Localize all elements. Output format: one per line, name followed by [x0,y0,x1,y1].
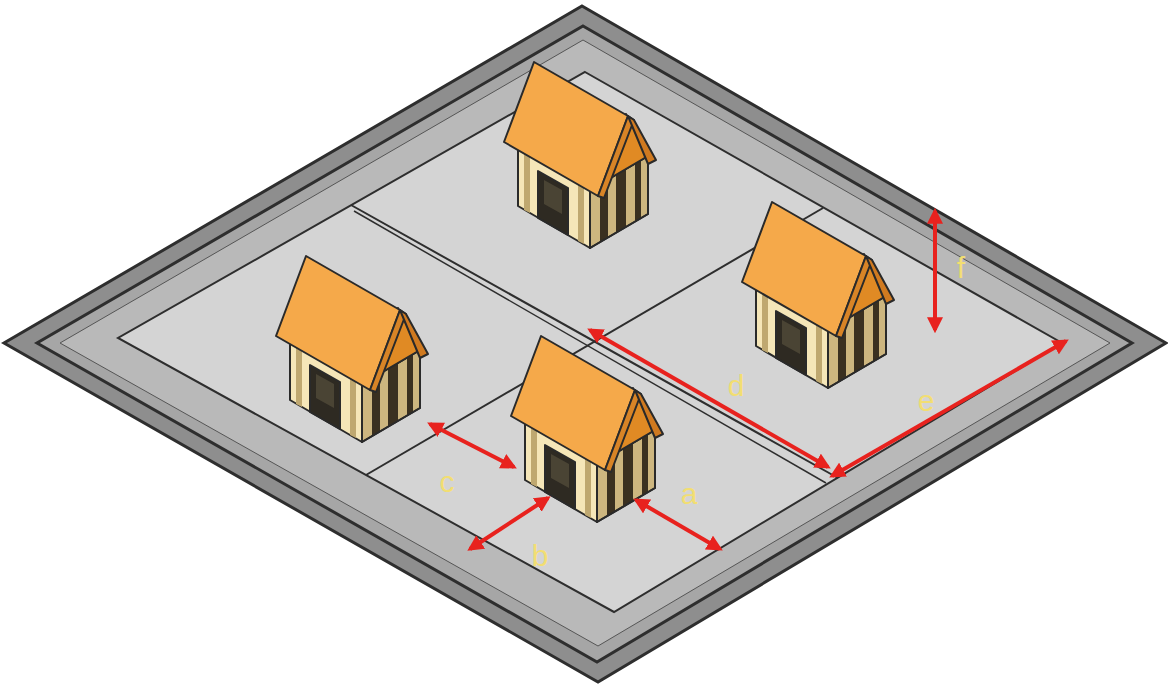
road-kerb [60,40,1110,646]
road-inner [37,26,1132,662]
dimension-arrow [430,424,514,467]
dimension-label: f [957,253,965,283]
dimension-label: a [681,479,698,509]
house [742,202,894,388]
dimension-arrow [832,341,1066,476]
dimension-arrow [590,330,828,467]
dimension-label: b [532,541,549,571]
dimension-arrow [933,211,937,330]
dimension-arrow [636,500,720,549]
house [276,256,428,442]
dimension-label: d [728,371,745,401]
dimension-label: e [918,386,935,416]
house [504,62,656,248]
dimension-label: c [440,467,455,497]
road-outer [4,6,1166,682]
house [511,336,663,522]
